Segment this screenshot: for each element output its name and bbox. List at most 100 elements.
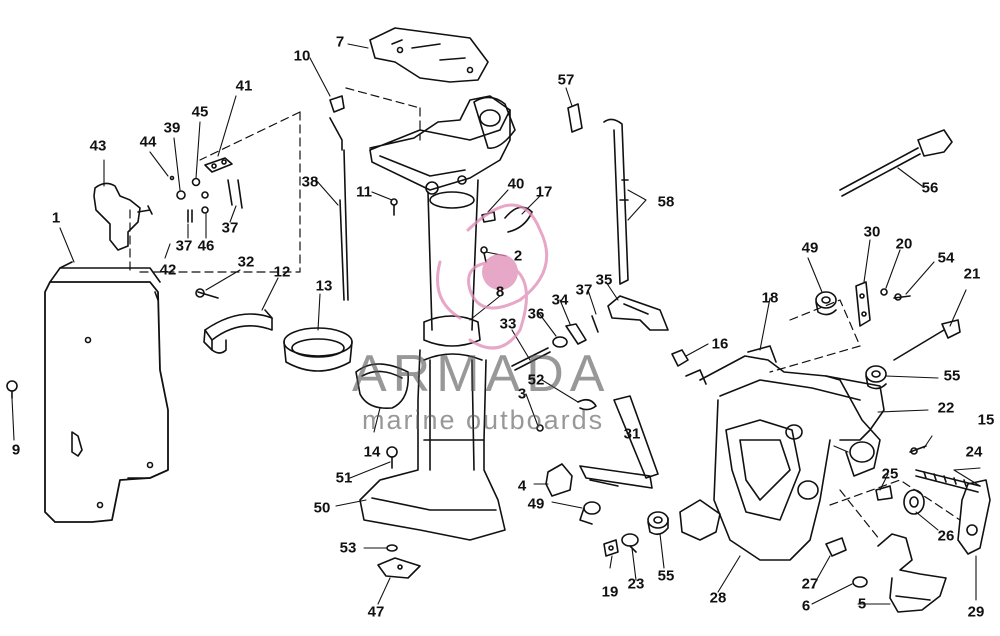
- callout-43: 43: [89, 137, 107, 155]
- pin-part-33: [511, 347, 551, 371]
- callout-47: 47: [367, 603, 385, 621]
- callout-58: 58: [657, 193, 675, 211]
- clip-part-57: [567, 103, 583, 133]
- callout-37-c: 37: [575, 281, 593, 299]
- bushing-part-49-lower: [579, 501, 601, 525]
- callout-19: 19: [601, 583, 619, 601]
- screw-part-9: [6, 380, 18, 399]
- callout-45: 45: [191, 103, 209, 121]
- lever-part-31: [579, 395, 659, 489]
- callout-16: 16: [711, 335, 729, 353]
- callout-5: 5: [857, 595, 867, 613]
- knob-part-43: [93, 182, 153, 251]
- callout-49-a: 49: [801, 239, 819, 257]
- callout-29: 29: [967, 603, 985, 621]
- callout-41: 41: [235, 77, 253, 95]
- callout-4: 4: [517, 477, 527, 495]
- screw-part-15: [909, 445, 927, 455]
- ring-part-6: [852, 576, 868, 588]
- ring-part-14: [355, 363, 409, 410]
- washer-part-20: [880, 288, 888, 296]
- callout-37-b: 37: [221, 219, 239, 237]
- callout-8: 8: [495, 283, 505, 301]
- tube-part-58: [603, 118, 629, 285]
- callout-22: 22: [937, 399, 955, 417]
- bolt-part-54: [893, 293, 911, 301]
- callout-14: 14: [363, 443, 381, 461]
- callout-3: 3: [517, 385, 527, 403]
- small-parts-34-36-37: [552, 315, 599, 348]
- callout-46: 46: [197, 237, 215, 255]
- screw-part-11: [390, 198, 398, 216]
- nut-part-16: [671, 349, 689, 367]
- watermark-brand: ARMADA: [352, 345, 611, 403]
- callout-27: 27: [801, 575, 819, 593]
- nut-part-19: [603, 539, 619, 557]
- pin-part-27: [825, 537, 847, 557]
- callout-25: 25: [881, 465, 899, 483]
- plate-part-47: [377, 557, 421, 579]
- callout-10: 10: [293, 47, 311, 65]
- callout-31: 31: [623, 425, 641, 443]
- dashed-group-frame: [129, 111, 301, 276]
- bracket-part-10: [329, 95, 345, 151]
- driveshaft-housing: [359, 95, 516, 541]
- plate-part-30: [855, 281, 871, 327]
- callout-39: 39: [163, 119, 181, 137]
- callout-15: 15: [977, 411, 995, 429]
- callout-21: 21: [963, 265, 981, 283]
- callout-38: 38: [301, 173, 319, 191]
- callout-6: 6: [801, 597, 811, 615]
- rods-part-38: [339, 149, 349, 301]
- callout-26: 26: [937, 527, 955, 545]
- washer-part-23: [621, 533, 639, 553]
- exhaust-cover-part-1: [44, 261, 169, 523]
- small-hardware-group: [169, 157, 243, 223]
- bracket-part-35: [607, 295, 669, 331]
- callout-56: 56: [921, 179, 939, 197]
- callout-49-b: 49: [527, 495, 545, 513]
- gasket-part-7: [369, 27, 489, 83]
- callout-55-b: 55: [657, 567, 675, 585]
- callout-35: 35: [595, 271, 613, 289]
- washer-part-26: [903, 489, 925, 515]
- callout-20: 20: [895, 235, 913, 253]
- callout-53: 53: [339, 539, 357, 557]
- callout-9: 9: [11, 441, 21, 459]
- spring-part-52: [577, 398, 597, 411]
- callout-40: 40: [507, 175, 525, 193]
- callout-32: 32: [237, 253, 255, 271]
- fastener-part-53: [386, 544, 398, 552]
- callout-30: 30: [863, 223, 881, 241]
- callout-34: 34: [551, 291, 569, 309]
- bushing-part-55-upper: [865, 365, 887, 390]
- callout-37-a: 37: [175, 237, 193, 255]
- callout-55-a: 55: [943, 367, 961, 385]
- lever-part-56: [839, 129, 953, 197]
- clamp-part-12: [203, 309, 273, 354]
- callout-57: 57: [557, 71, 575, 89]
- washer-part-3: [536, 424, 544, 432]
- callout-33: 33: [499, 315, 517, 333]
- callout-7: 7: [335, 33, 345, 51]
- callout-1: 1: [51, 209, 61, 227]
- swivel-bracket-part-18-28: [679, 345, 885, 561]
- callout-11: 11: [356, 183, 372, 201]
- callout-50: 50: [313, 499, 331, 517]
- bolt-part-32: [195, 288, 219, 299]
- callout-51: 51: [335, 469, 353, 487]
- handle-part-29: [957, 479, 991, 555]
- callout-17: 17: [535, 183, 553, 201]
- callout-42: 42: [159, 261, 177, 279]
- callout-54: 54: [937, 249, 955, 267]
- bolt-part-25: [875, 485, 893, 501]
- leader-lines: [11, 43, 981, 605]
- callout-2: 2: [513, 247, 523, 265]
- callout-23: 23: [627, 575, 645, 593]
- callout-28: 28: [709, 589, 727, 607]
- callout-44: 44: [139, 133, 157, 151]
- callout-13: 13: [315, 277, 333, 295]
